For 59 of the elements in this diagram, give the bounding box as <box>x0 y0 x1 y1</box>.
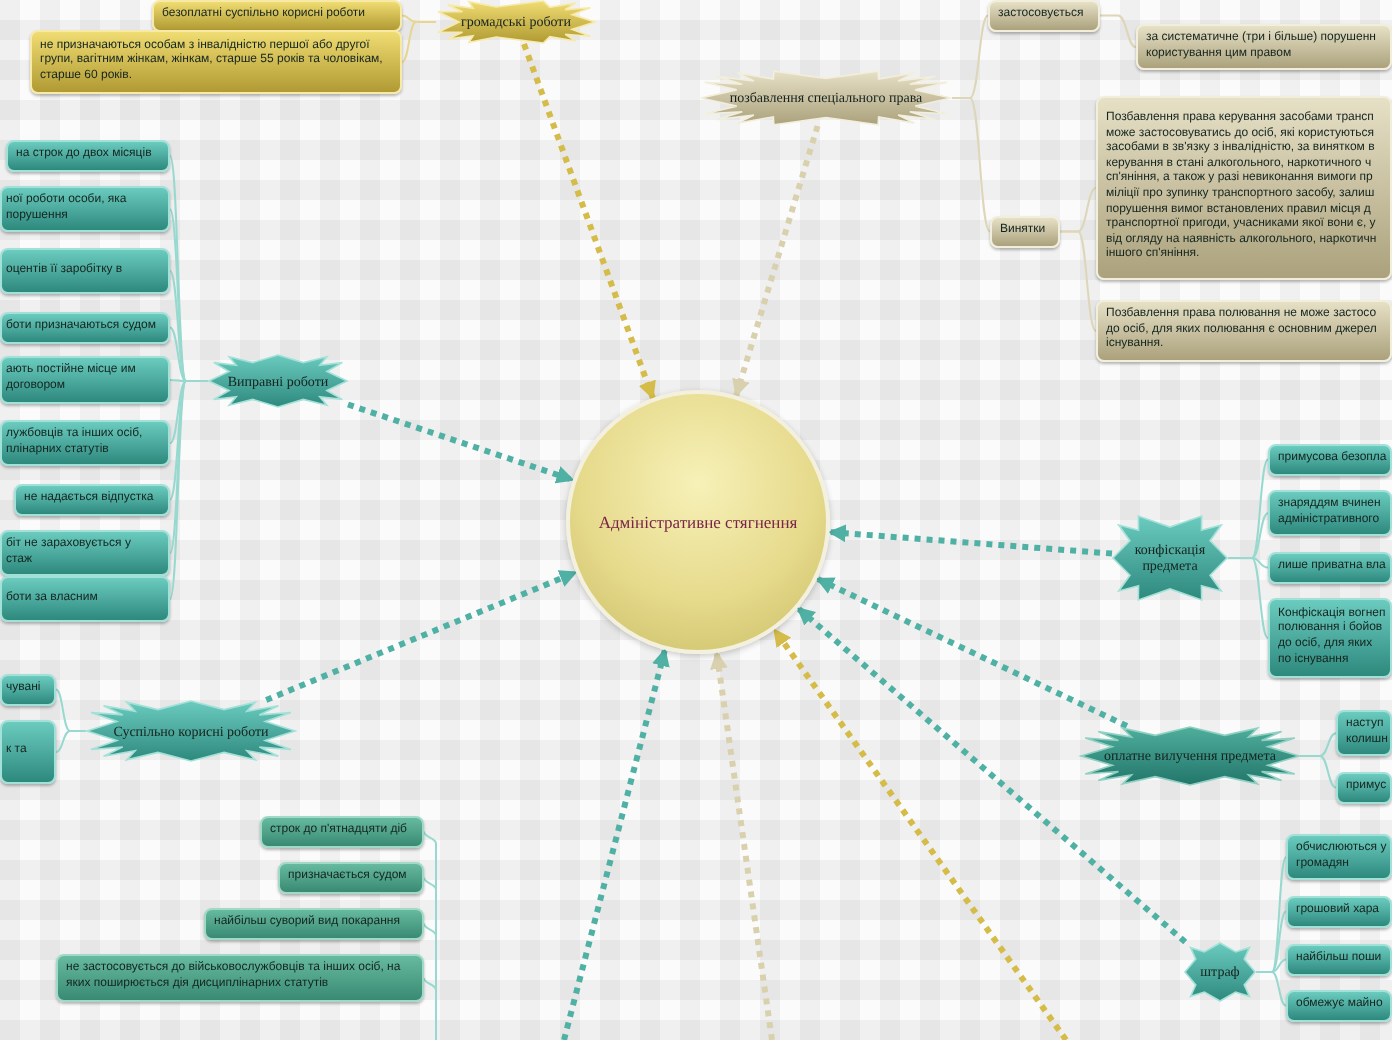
note-card <box>1286 896 1392 928</box>
note-card <box>0 530 170 577</box>
dotted-arrow <box>815 576 1129 729</box>
note-card <box>0 248 170 294</box>
topic-burst <box>208 354 348 408</box>
topic-burst <box>1112 514 1228 602</box>
branch-line <box>1059 230 1097 332</box>
branch-line <box>1299 755 1337 789</box>
note-card <box>0 356 170 404</box>
note-card <box>1286 834 1392 881</box>
note-card <box>1096 96 1392 280</box>
branch-line <box>423 977 437 1040</box>
note-card <box>0 720 56 784</box>
note-card <box>0 186 170 233</box>
dotted-arrow <box>827 524 1113 557</box>
note-card <box>1336 772 1392 804</box>
note-card <box>278 862 424 894</box>
topic-burst <box>436 0 596 44</box>
note-card <box>56 954 424 1002</box>
note-card <box>1286 990 1392 1022</box>
note-card <box>1268 444 1392 476</box>
note-card <box>14 484 170 516</box>
dotted-arrow <box>772 627 1069 1040</box>
note-card <box>1268 490 1392 537</box>
note-card <box>0 674 56 706</box>
note-card <box>0 420 170 467</box>
note-card <box>0 576 170 622</box>
note-card <box>1286 944 1392 976</box>
dotted-arrow <box>265 569 578 703</box>
note-card <box>1268 552 1392 584</box>
branch-line <box>951 97 991 233</box>
note-card <box>1336 710 1392 757</box>
note-card <box>30 30 402 94</box>
branch-line <box>1227 557 1269 639</box>
dotted-arrow <box>521 42 656 400</box>
topic-burst <box>86 700 296 762</box>
branch-line <box>1099 14 1137 49</box>
dotted-arrow <box>732 125 821 398</box>
central-topic-circle <box>566 390 830 654</box>
dotted-arrow <box>347 401 575 484</box>
branch-line <box>401 21 437 63</box>
topic-burst <box>1184 942 1256 1002</box>
note-card <box>0 312 170 344</box>
branch-line <box>1255 971 1287 1007</box>
note-card <box>1096 300 1392 362</box>
note-card <box>6 140 170 172</box>
note-card <box>990 216 1060 248</box>
dotted-arrow <box>796 605 1188 945</box>
topic-title: Адміністративне стягнення <box>598 512 798 532</box>
topic-burst <box>1080 726 1300 786</box>
dotted-arrow <box>710 650 775 1040</box>
topic-burst <box>700 70 952 126</box>
note-card <box>152 0 402 32</box>
note-card <box>1136 24 1392 71</box>
note-card <box>204 908 424 940</box>
branch-line <box>55 730 87 753</box>
note-card <box>988 0 1100 32</box>
dotted-arrow <box>561 648 670 1040</box>
note-card <box>260 816 424 848</box>
